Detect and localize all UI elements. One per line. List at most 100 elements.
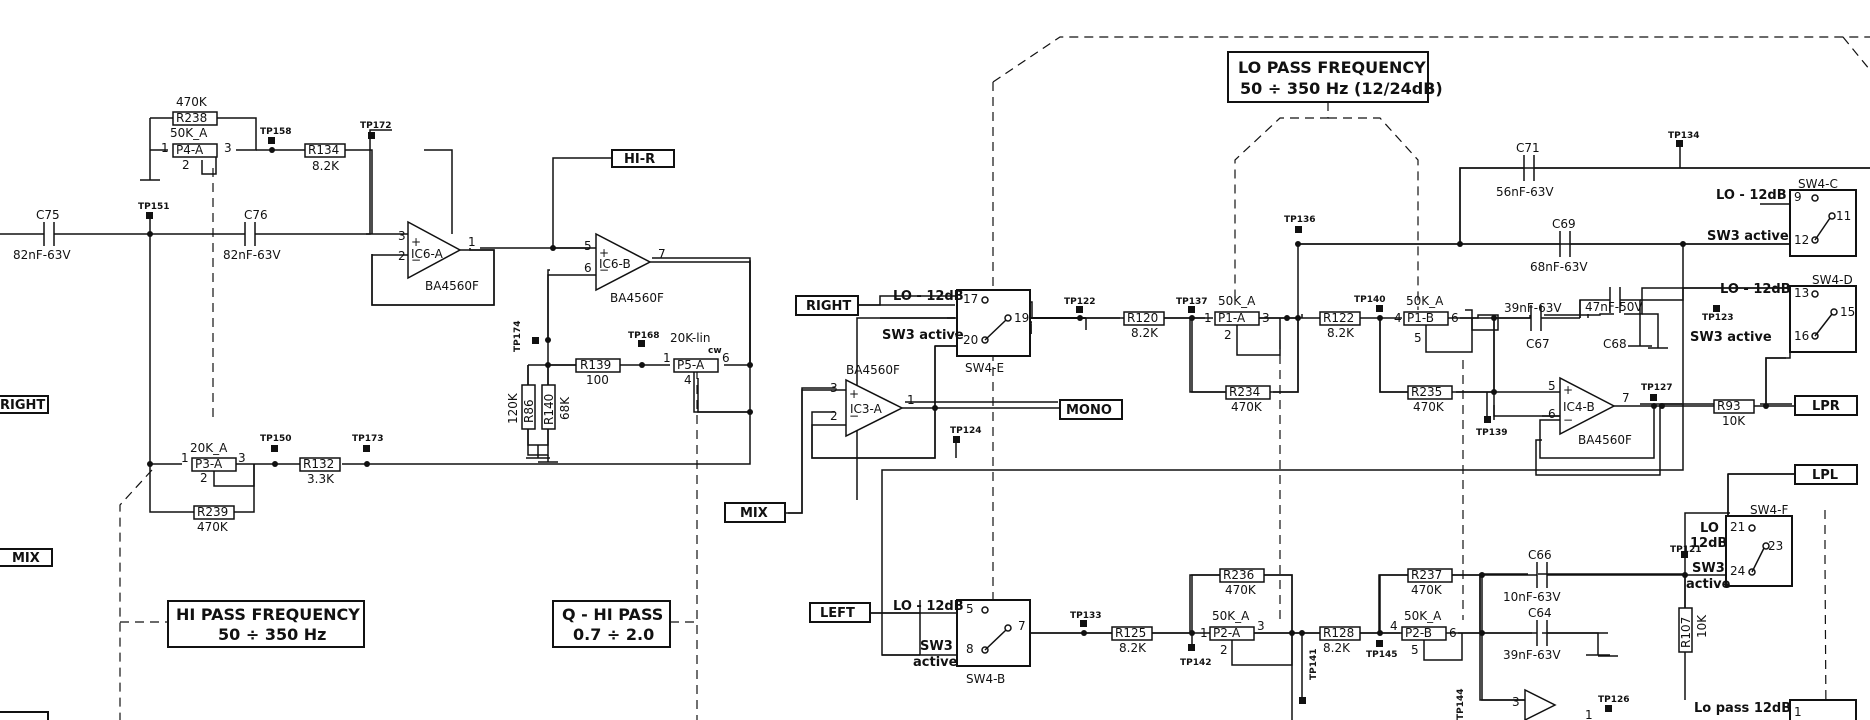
sw4f-sw3: SW3 [1692, 561, 1725, 576]
tp121-label: TP121 [1670, 545, 1702, 555]
svg-text:6: 6 [1548, 407, 1556, 421]
r93-value: 10K [1722, 414, 1746, 428]
hi-pass-title-line2: 50 ÷ 350 Hz [218, 625, 326, 644]
svg-text:1: 1 [907, 393, 915, 407]
hi-pass-title-line1: HI PASS FREQUENCY [176, 605, 360, 624]
c66-value: 10nF-63V [1503, 590, 1561, 604]
sw4d-label: SW4-D [1812, 273, 1853, 287]
r236-label: R236 [1223, 568, 1254, 582]
p3-value: 20K_A [190, 441, 228, 455]
hi-r-connector: HI-R [624, 152, 655, 167]
svg-text:3: 3 [224, 141, 232, 155]
svg-text:3: 3 [398, 229, 406, 243]
svg-text:1: 1 [468, 235, 476, 249]
svg-text:2: 2 [200, 471, 208, 485]
r128-value: 8.2K [1323, 641, 1351, 655]
svg-text:1: 1 [1794, 705, 1802, 719]
hipass-section: C75 82nF-63V TP151 C76 82nF-63V 470K R23… [13, 95, 753, 534]
sw4e-sw3active: SW3 active [882, 328, 964, 343]
svg-text:19: 19 [1014, 311, 1029, 325]
r134-value: 8.2K [312, 159, 340, 173]
sw4b-sw3: SW3 [920, 639, 953, 654]
tp174-label: TP174 [513, 320, 523, 352]
tp133-label: TP133 [1070, 611, 1102, 621]
tp144-label: TP144 [1456, 688, 1466, 720]
svg-text:−: − [849, 409, 859, 423]
tp136-label: TP136 [1284, 215, 1316, 225]
svg-text:3: 3 [238, 451, 246, 465]
tp127-label: TP127 [1641, 383, 1673, 393]
p1b-value: 50K_A [1406, 294, 1444, 308]
mix-connector: MIX [740, 506, 768, 521]
sw4b-lo12db: LO - 12dB [893, 599, 964, 614]
svg-text:11: 11 [1836, 209, 1851, 223]
svg-text:+: + [849, 387, 859, 401]
tp122-label: TP122 [1064, 297, 1096, 307]
sw4f-12db: 12dB [1690, 536, 1727, 551]
tp145-label: TP145 [1366, 650, 1398, 660]
svg-text:2: 2 [830, 409, 838, 423]
svg-text:23: 23 [1768, 539, 1783, 553]
svg-text:8: 8 [966, 642, 974, 656]
left-connectors: RIGHT MIX [0, 395, 53, 720]
r234-label: R234 [1229, 385, 1260, 399]
r140-value: 68K [558, 396, 572, 420]
sw4c-label: SW4-C [1798, 177, 1838, 191]
tp134-label: TP134 [1668, 131, 1700, 141]
r234-value: 470K [1231, 400, 1263, 414]
r93-label: R93 [1717, 399, 1741, 413]
svg-text:2: 2 [398, 249, 406, 263]
svg-text:3: 3 [830, 381, 838, 395]
p5-cw: cw [708, 346, 722, 356]
svg-text:+: + [1563, 383, 1573, 397]
r239-value: 470K [197, 520, 229, 534]
r238-label: R238 [176, 111, 207, 125]
svg-text:16: 16 [1794, 329, 1809, 343]
tp158-label: TP158 [260, 127, 292, 137]
r120-label: R120 [1127, 311, 1158, 325]
c71-label: C71 [1516, 141, 1540, 155]
svg-text:1: 1 [161, 141, 169, 155]
svg-text:5: 5 [1414, 331, 1422, 345]
sw4c-sw3active: SW3 active [1707, 229, 1789, 244]
svg-text:20: 20 [963, 333, 978, 347]
tp172-label: TP172 [360, 121, 392, 131]
r125-value: 8.2K [1119, 641, 1147, 655]
r107-label: R107 [1679, 617, 1693, 648]
r140-label: R140 [542, 394, 556, 425]
svg-text:7: 7 [1622, 391, 1630, 405]
tp151-label: TP151 [138, 202, 170, 212]
ic3a-part: BA4560F [846, 363, 900, 377]
q-hipass-title: Q - HI PASS 0.7 ÷ 2.0 [552, 600, 671, 648]
sw4b-label: SW4-B [966, 672, 1005, 686]
svg-text:−: − [599, 263, 609, 277]
lo-pass-title-line1: LO PASS FREQUENCY [1238, 58, 1426, 77]
q-hi-pass-line2: 0.7 ÷ 2.0 [573, 625, 654, 644]
svg-text:2: 2 [182, 158, 190, 172]
p2a-value: 50K_A [1212, 609, 1250, 623]
tp140-label: TP140 [1354, 295, 1386, 305]
hipass-title: HI PASS FREQUENCY 50 ÷ 350 Hz [167, 600, 365, 648]
lo-pass-title-line2: 50 ÷ 350 Hz (12/24dB) [1240, 79, 1443, 98]
sw4c-lo12db: LO - 12dB [1716, 188, 1787, 203]
r120-value: 8.2K [1131, 326, 1159, 340]
c69-value: 68nF-63V [1530, 260, 1588, 274]
r86-label: R86 [522, 399, 536, 423]
wires [0, 117, 1087, 514]
svg-text:1: 1 [1585, 708, 1593, 720]
svg-text:3: 3 [1512, 695, 1520, 709]
svg-text:4: 4 [684, 373, 692, 387]
c67-value: 39nF-63V [1504, 301, 1562, 315]
sw4f-label: SW4-F [1750, 503, 1788, 517]
r134-label: R134 [308, 143, 339, 157]
r239-label: R239 [197, 505, 228, 519]
p1a-value: 50K_A [1218, 294, 1256, 308]
svg-text:−: − [411, 253, 421, 267]
r237-label: R237 [1411, 568, 1442, 582]
r139-label: R139 [580, 358, 611, 372]
svg-text:15: 15 [1840, 305, 1855, 319]
svg-text:1: 1 [663, 351, 671, 365]
p2a-label: P2-A [1213, 626, 1241, 640]
svg-text:5: 5 [584, 239, 592, 253]
tp139-label: TP139 [1476, 428, 1508, 438]
